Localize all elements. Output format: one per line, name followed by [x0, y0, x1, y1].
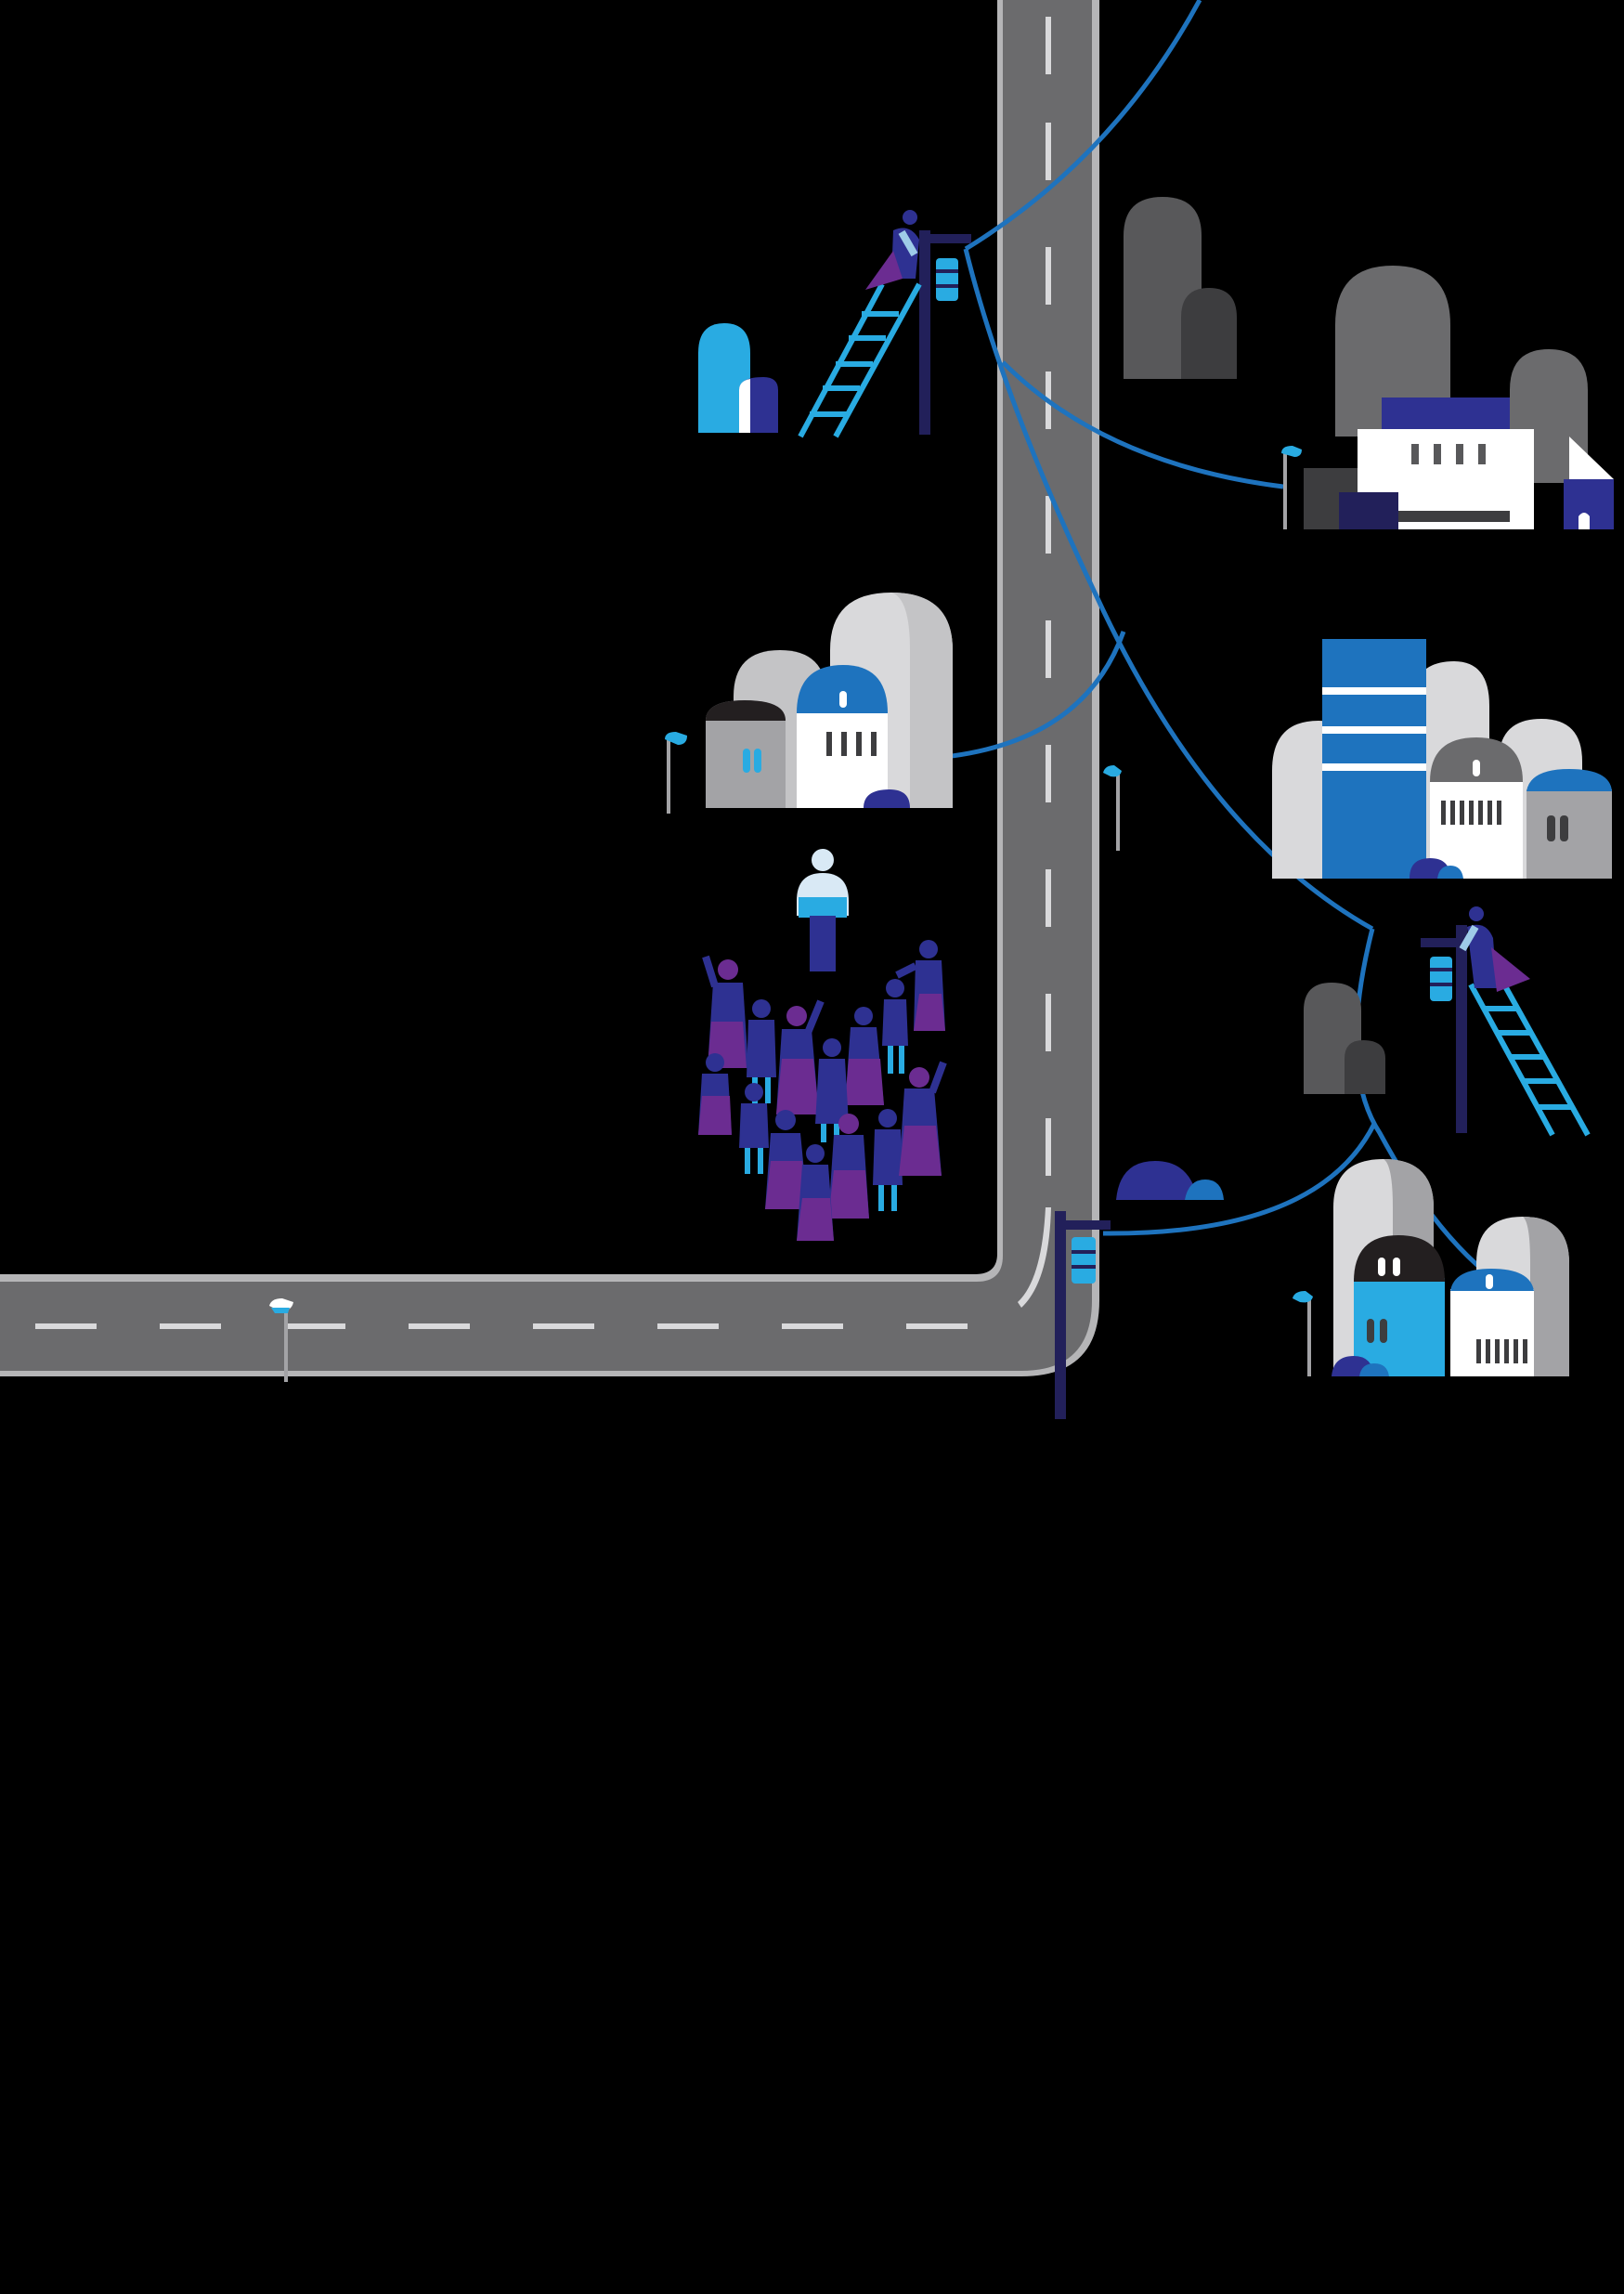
person	[698, 1053, 732, 1135]
street-lamp-icon	[269, 1298, 293, 1382]
person	[828, 1114, 869, 1219]
ladder-icon	[1468, 983, 1591, 1137]
horizontal-road	[0, 1282, 1021, 1371]
building-icon	[1124, 197, 1237, 379]
building-icon	[698, 323, 778, 433]
person	[899, 1061, 947, 1176]
building-icon	[1272, 639, 1612, 879]
street-lamp-icon	[665, 732, 687, 814]
utility-pole-icon	[1055, 1211, 1111, 1419]
person	[895, 940, 945, 1031]
street-lamp-icon	[1281, 446, 1302, 529]
building-icon	[1304, 266, 1614, 529]
street-lamp-icon	[1293, 1291, 1313, 1376]
worker-icon	[1459, 906, 1530, 992]
utility-pole-icon	[1421, 925, 1467, 1133]
utility-pole-icon	[919, 230, 971, 435]
person	[815, 1038, 849, 1142]
ladder-icon	[798, 282, 922, 438]
horizontal-lane-marks	[35, 1207, 1051, 1329]
building-icon	[706, 593, 953, 808]
person	[739, 1083, 769, 1174]
crowd-icon	[698, 940, 947, 1241]
person	[702, 955, 748, 1068]
building-icon	[1116, 1161, 1224, 1200]
power-cable-icon	[887, 0, 1488, 1274]
building-icon	[1304, 983, 1385, 1094]
person	[873, 1109, 903, 1211]
person	[882, 979, 908, 1074]
person	[765, 1110, 808, 1209]
street-lamp-icon	[1103, 765, 1122, 851]
speaker-icon	[797, 849, 849, 971]
person	[797, 1144, 834, 1241]
building-icon	[1332, 1159, 1569, 1376]
worker-icon	[865, 210, 919, 290]
person	[776, 999, 825, 1114]
person	[845, 1007, 884, 1105]
